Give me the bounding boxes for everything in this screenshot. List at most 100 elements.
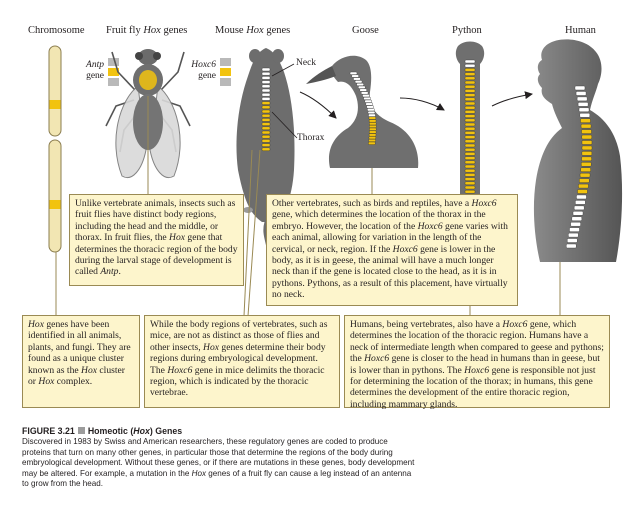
vertebra: [464, 72, 476, 76]
vertebra: [568, 232, 579, 238]
vertebra: [566, 243, 577, 249]
vertebra: [261, 67, 271, 72]
vertebra: [368, 133, 377, 137]
header-mouse: Mouse Hox genes: [215, 25, 291, 36]
vertebra: [261, 101, 271, 105]
thorax-label: Thorax: [297, 133, 325, 143]
vertebra: [567, 238, 578, 243]
header-goose: Goose: [352, 25, 379, 36]
header-chromosome: Chromosome: [28, 25, 85, 36]
vertebra: [577, 102, 589, 107]
callout-mice: While the body regions of vertebrates, s…: [144, 315, 340, 408]
vertebra: [580, 118, 591, 123]
vertebra: [464, 143, 476, 148]
callout-insects: Unlike vertebrate animals, insects such …: [69, 194, 244, 286]
vertebra: [464, 152, 476, 156]
vertebra: [358, 85, 366, 89]
vertebra: [581, 140, 593, 145]
caption-square-icon: [77, 427, 85, 434]
vertebra: [464, 105, 476, 110]
vertebra: [579, 178, 590, 183]
vertebra: [578, 183, 589, 189]
vertebra: [353, 77, 361, 81]
vertebra: [368, 119, 377, 123]
vertebra: [261, 80, 271, 84]
vertebra: [575, 200, 586, 205]
vertebra: [464, 185, 476, 190]
vertebra: [464, 181, 476, 186]
vertebra: [464, 59, 476, 64]
vertebra: [261, 76, 271, 80]
vertebra: [261, 130, 271, 135]
vertebra: [261, 84, 271, 89]
caption-title: FIGURE 3.21 Homeotic (Hox) Genes: [22, 426, 417, 436]
vertebra: [349, 71, 358, 75]
vertebra: [464, 126, 476, 131]
vertebra: [464, 89, 476, 93]
fruit-fly-figure: [105, 49, 191, 178]
vertebra: [464, 76, 476, 81]
vertebra: [368, 113, 376, 117]
vertebra: [581, 156, 592, 162]
vertebra: [581, 145, 593, 151]
header-fruit-fly: Fruit fly Hox genes: [106, 25, 188, 36]
callout-vertebrates: Other vertebrates, such as birds and rep…: [266, 194, 518, 306]
vertebra: [369, 130, 377, 134]
header-human: Human: [565, 25, 596, 36]
callout-connectors: [55, 96, 561, 317]
antp-label: Antp gene: [86, 60, 104, 81]
vertebra: [464, 80, 476, 85]
vertebra: [354, 80, 363, 84]
vertebra: [581, 129, 592, 134]
vertebra: [569, 227, 580, 232]
callout-hox-genes-text: Hox genes have been identified in all an…: [28, 319, 131, 388]
progression-arrows: [299, 91, 533, 119]
vertebra: [362, 94, 370, 98]
vertebra: [364, 99, 372, 103]
vertebra: [464, 156, 476, 160]
vertebra: [351, 74, 359, 78]
vertebra: [359, 88, 367, 92]
vertebra: [576, 96, 588, 102]
goose-figure: [306, 55, 419, 168]
vertebra: [464, 118, 476, 123]
vertebra: [368, 116, 377, 120]
callout-humans-text: Humans, being vertebrates, also have a H…: [350, 319, 604, 410]
vertebra: [464, 147, 476, 152]
vertebra: [581, 162, 592, 167]
vertebra: [571, 216, 583, 221]
vertebra: [580, 167, 591, 172]
vertebra: [363, 96, 371, 100]
vertebra: [579, 113, 591, 118]
vertebra: [581, 151, 593, 156]
vertebra: [577, 189, 588, 194]
vertebra: [368, 138, 376, 142]
vertebra: [573, 205, 585, 211]
vertebra: [261, 143, 271, 147]
vertebra: [464, 189, 476, 194]
vertebra: [367, 108, 375, 112]
callout-vertebrates-text: Other vertebrates, such as birds and rep…: [272, 198, 508, 301]
vertebra: [261, 122, 271, 126]
vertebra: [578, 107, 590, 112]
hoxc6-label: Hoxc6 gene: [191, 60, 216, 81]
human-figure: [533, 39, 623, 262]
callout-insects-text: Unlike vertebrate animals, insects such …: [75, 198, 238, 278]
neck-label: Neck: [296, 58, 317, 68]
vertebra: [464, 68, 476, 72]
vertebra: [574, 85, 586, 91]
vertebra: [369, 122, 377, 126]
vertebra: [464, 131, 476, 135]
vertebra: [464, 122, 476, 127]
vertebra: [356, 82, 364, 86]
vertebra: [261, 92, 271, 97]
vertebra: [464, 160, 476, 165]
callout-mice-text: While the body regions of vertebrates, s…: [150, 319, 328, 399]
vertebra: [261, 126, 271, 131]
vertebra: [365, 102, 373, 106]
vertebra: [261, 109, 271, 114]
figure-number: FIGURE 3.21: [22, 426, 75, 436]
vertebra: [367, 110, 376, 114]
vertebra: [464, 114, 476, 118]
caption-title-text: Homeotic (Hox) Genes: [87, 426, 183, 436]
